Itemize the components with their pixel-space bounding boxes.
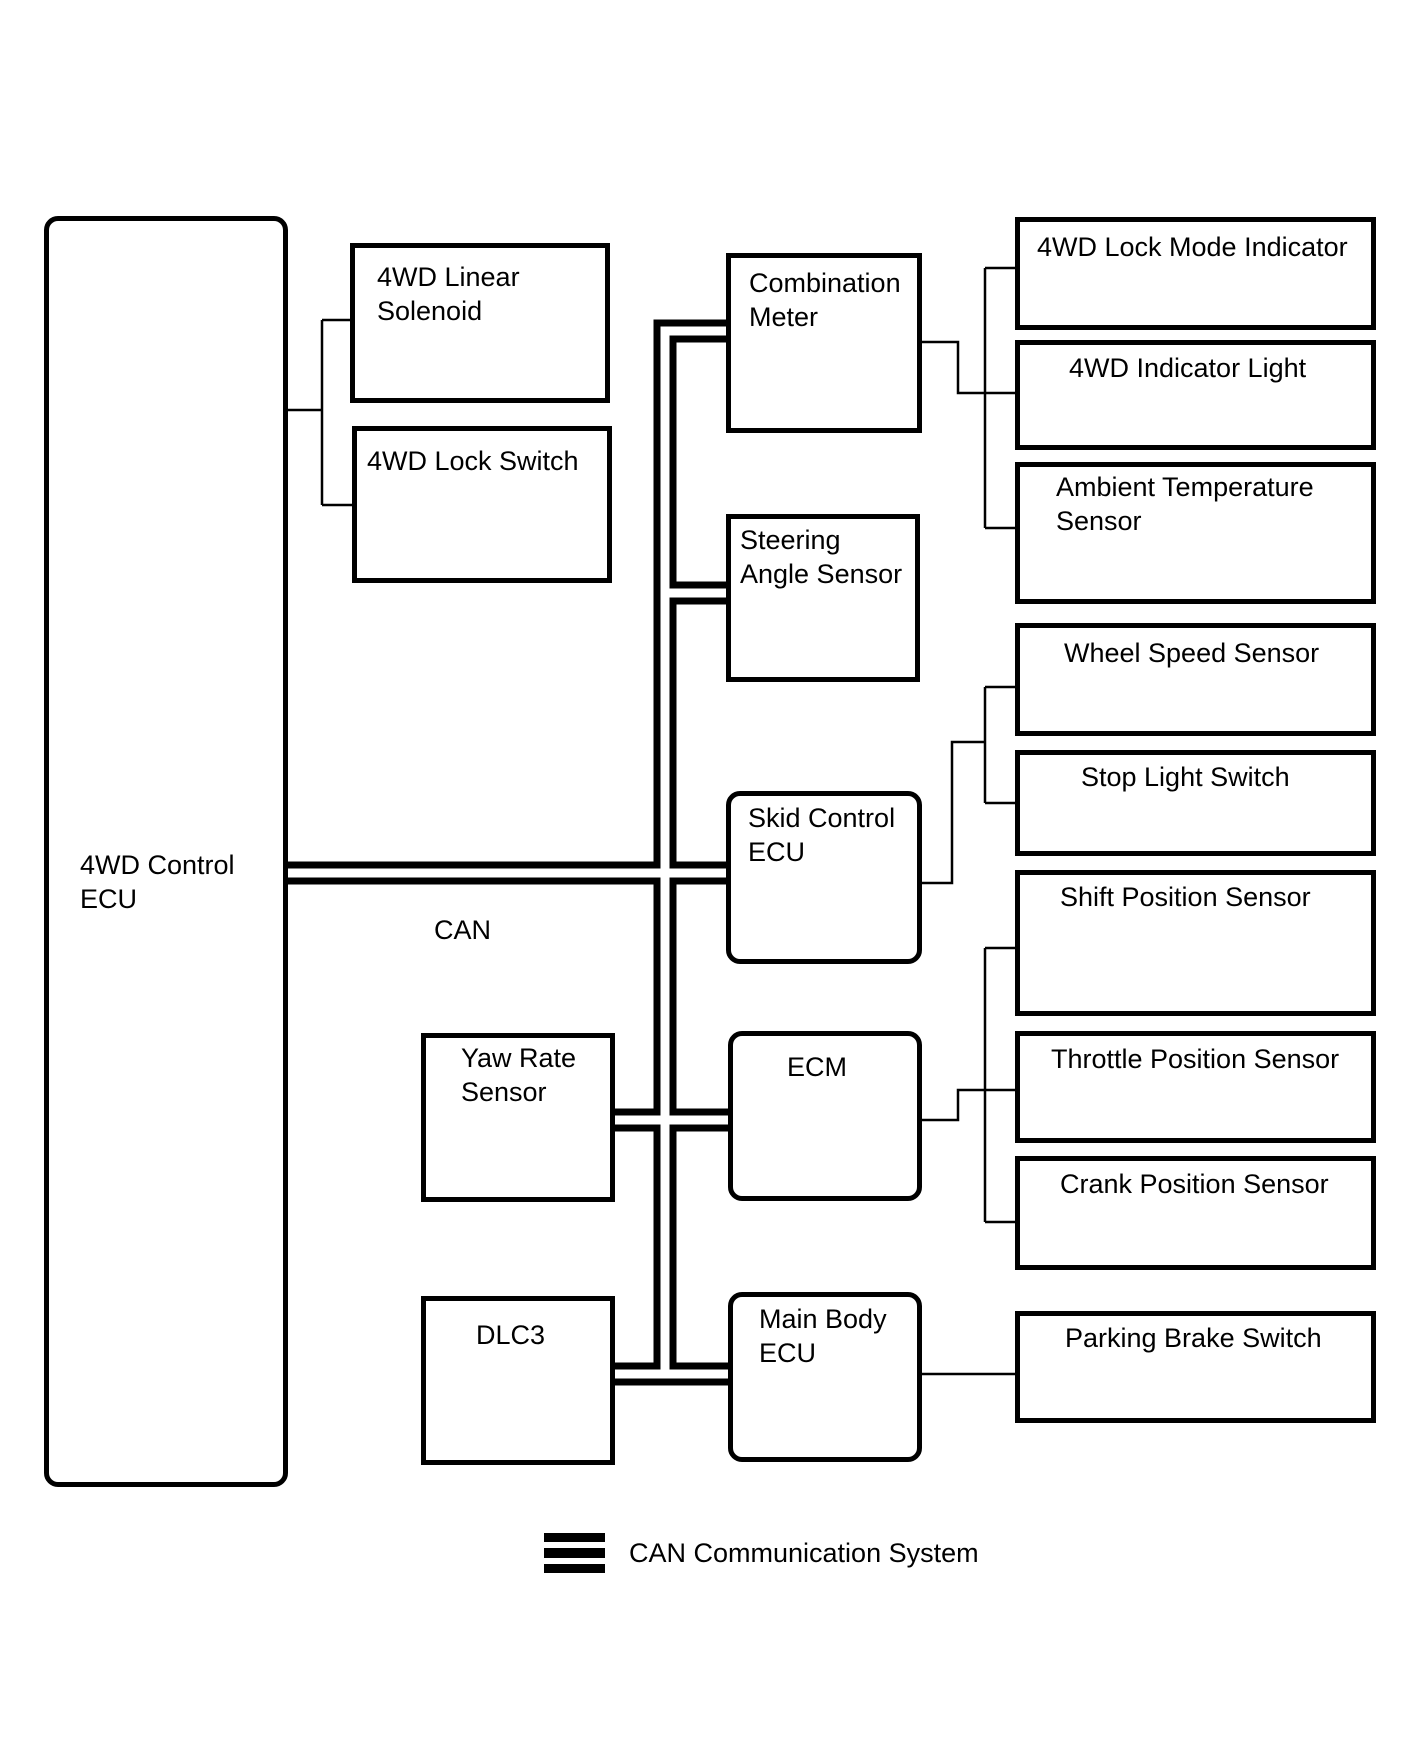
main-body-ecu-label: Main Body ECU — [759, 1304, 887, 1368]
dlc3-box: DLC3 — [421, 1296, 615, 1465]
stop-light-switch-box: Stop Light Switch — [1015, 750, 1376, 856]
parking-brake-switch-label: Parking Brake Switch — [1065, 1323, 1322, 1353]
direct-wires — [288, 266, 1017, 1376]
crank-position-sensor-box: Crank Position Sensor — [1015, 1156, 1376, 1270]
skid-control-ecu-label: Skid Control ECU — [748, 803, 896, 867]
dlc3-label: DLC3 — [476, 1320, 546, 1350]
can-label: CAN — [434, 915, 492, 945]
4wd-lock-mode-indicator-box: 4WD Lock Mode Indicator — [1015, 217, 1376, 330]
steering-angle-sensor-box: Steering Angle Sensor — [726, 514, 920, 682]
throttle-position-sensor-label: Throttle Position Sensor — [1051, 1044, 1340, 1074]
combination-meter-box: Combination Meter — [726, 253, 922, 433]
4wd-linear-solenoid-box: 4WD Linear Solenoid — [350, 243, 610, 403]
ambient-temperature-sensor-label: Ambient Temperature Sensor — [1056, 472, 1314, 536]
throttle-position-sensor-box: Throttle Position Sensor — [1015, 1031, 1376, 1143]
4wd-lock-switch-label: 4WD Lock Switch — [367, 446, 579, 476]
4wd-linear-solenoid-label: 4WD Linear Solenoid — [377, 262, 520, 326]
can-legend-symbol — [544, 1533, 605, 1573]
yaw-rate-sensor-box: Yaw Rate Sensor — [421, 1033, 615, 1202]
shift-position-sensor-box: Shift Position Sensor — [1015, 870, 1376, 1016]
wheel-speed-sensor-box: Wheel Speed Sensor — [1015, 623, 1376, 736]
4wd-indicator-light-box: 4WD Indicator Light — [1015, 340, 1376, 450]
ambient-temperature-sensor-box: Ambient Temperature Sensor — [1015, 462, 1376, 604]
4wd-indicator-light-label: 4WD Indicator Light — [1069, 353, 1307, 383]
wheel-speed-sensor-label: Wheel Speed Sensor — [1064, 638, 1320, 668]
4wd-lock-switch-box: 4WD Lock Switch — [352, 426, 612, 583]
parking-brake-switch-box: Parking Brake Switch — [1015, 1311, 1376, 1423]
ecm-box: ECM — [728, 1031, 922, 1201]
4wd-control-ecu-label: 4WD Control ECU — [80, 850, 235, 914]
combination-meter-label: Combination Meter — [749, 268, 901, 332]
can-legend-label: CAN Communication System — [629, 1538, 979, 1568]
4wd-control-ecu-box: 4WD Control ECU — [44, 216, 288, 1487]
crank-position-sensor-label: Crank Position Sensor — [1060, 1169, 1329, 1199]
main-body-ecu-box: Main Body ECU — [728, 1292, 922, 1462]
4wd-lock-mode-indicator-label: 4WD Lock Mode Indicator — [1037, 232, 1348, 262]
ecm-label: ECM — [787, 1052, 847, 1082]
yaw-rate-sensor-label: Yaw Rate Sensor — [461, 1043, 577, 1107]
can-bus-gap — [288, 326, 730, 1379]
skid-control-ecu-box: Skid Control ECU — [726, 791, 922, 964]
shift-position-sensor-label: Shift Position Sensor — [1060, 882, 1311, 912]
stop-light-switch-label: Stop Light Switch — [1081, 762, 1290, 792]
steering-angle-sensor-label: Steering Angle Sensor — [740, 525, 903, 589]
